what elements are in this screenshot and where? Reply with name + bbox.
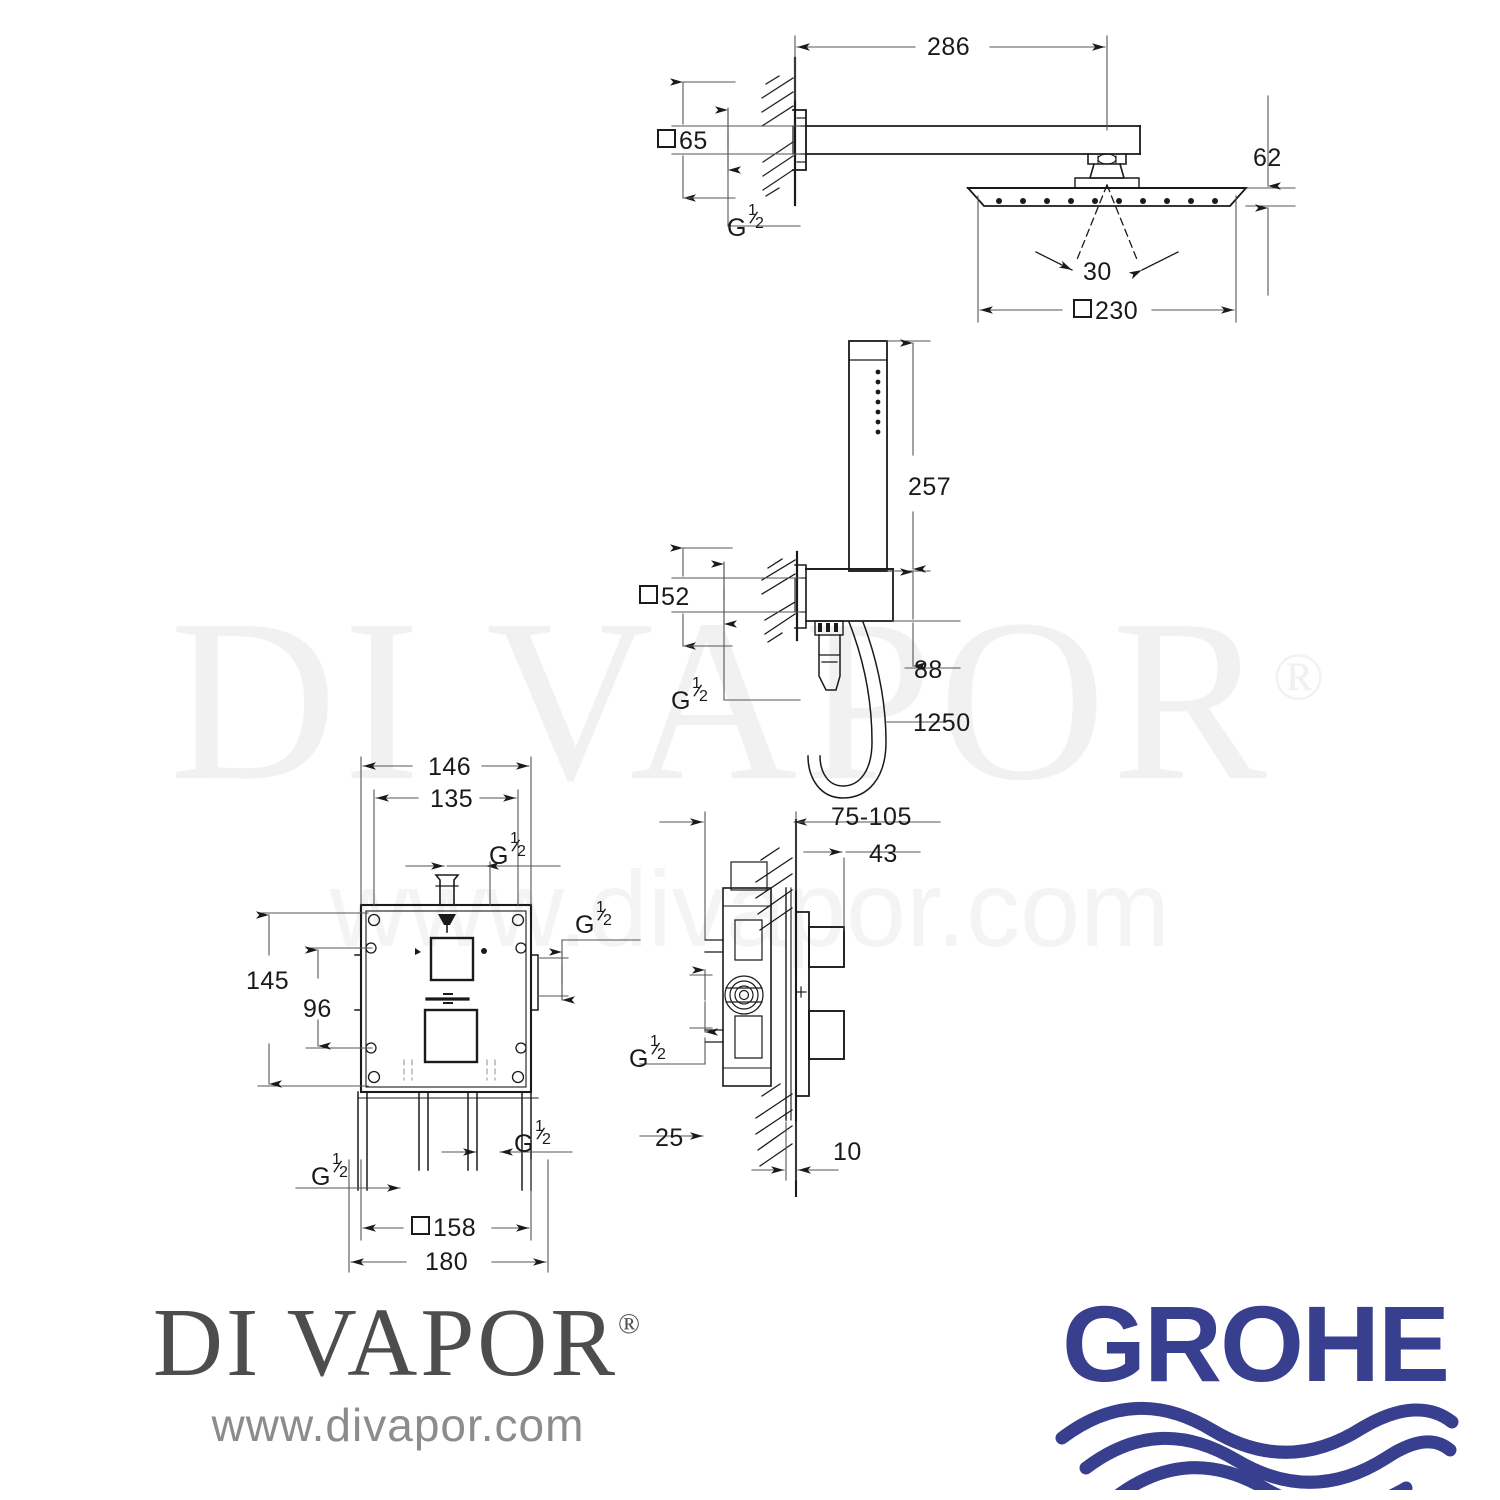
rough-in-box-front-view <box>256 756 641 1273</box>
divapor-registered-icon: ® <box>618 1308 644 1340</box>
divapor-brand: DI VAPOR® <box>28 1292 768 1394</box>
dim-head-size-value: 230 <box>1095 297 1139 325</box>
grohe-logo[interactable]: GROHE <box>1020 1283 1490 1500</box>
dim-overall-width: 180 <box>425 1248 469 1276</box>
half-fraction-icon: 1/2 <box>649 1033 667 1063</box>
dim-box-outer-width: 146 <box>428 753 472 781</box>
half-fraction-icon: 1/2 <box>509 830 527 860</box>
dim-outlet-projection: 88 <box>914 656 943 684</box>
half-fraction-icon: 1/2 <box>534 1118 552 1148</box>
thread-prefix: G <box>671 687 691 715</box>
head-shower-view <box>670 35 1296 323</box>
dim-wall-union-value: 52 <box>661 583 690 611</box>
dim-box-height: 145 <box>246 967 290 995</box>
divapor-url[interactable]: www.divapor.com <box>211 1398 585 1451</box>
divapor-brand-text: DI VAPOR <box>152 1289 619 1396</box>
half-fraction-icon: 1/2 <box>691 675 709 705</box>
thread-prefix: G <box>727 214 747 242</box>
dim-spray-angle: 30 <box>1083 258 1112 286</box>
dim-wall-union-size: 52 <box>639 583 690 612</box>
thread-prefix: G <box>311 1163 331 1191</box>
dim-rear-depth: 25 <box>655 1124 684 1152</box>
square-symbol-icon <box>1073 299 1092 318</box>
half-fraction-icon: 1/2 <box>595 899 613 929</box>
dim-tile-allowance: 10 <box>833 1138 862 1166</box>
square-symbol-icon <box>639 585 658 604</box>
square-symbol-icon <box>657 129 676 148</box>
thread-prefix: G <box>575 911 595 939</box>
dim-head-height: 62 <box>1253 144 1282 172</box>
dim-trim-projection: 43 <box>869 840 898 868</box>
dim-control-spacing: 96 <box>303 995 332 1023</box>
hand-shower-view <box>670 339 961 799</box>
dim-arm-projection: 286 <box>927 33 971 61</box>
rough-in-box-side-view <box>639 811 941 1198</box>
dim-install-depth-range: 75-105 <box>831 803 912 831</box>
dim-head-size: 230 <box>1073 297 1138 326</box>
dim-hand-shower-length: 257 <box>908 473 952 501</box>
grohe-waves-icon <box>1055 1402 1459 1500</box>
dim-trim-plate-size: 158 <box>411 1214 476 1243</box>
dim-box-inner-width: 135 <box>430 785 474 813</box>
dim-hose-length: 1250 <box>913 709 971 737</box>
thread-prefix: G <box>629 1045 649 1073</box>
dim-wall-flange-size: 65 <box>657 127 708 156</box>
square-symbol-icon <box>411 1216 430 1235</box>
grohe-brand: GROHE <box>1061 1283 1450 1404</box>
thread-prefix: G <box>514 1130 534 1158</box>
dim-wall-flange-value: 65 <box>679 127 708 155</box>
thread-prefix: G <box>489 842 509 870</box>
half-fraction-icon: 1/2 <box>747 202 765 232</box>
footer: DI VAPOR® www.divapor.com GROHE <box>0 1282 1500 1500</box>
half-fraction-icon: 1/2 <box>331 1151 349 1181</box>
dim-trim-plate-value: 158 <box>433 1214 477 1242</box>
divapor-logo[interactable]: DI VAPOR® www.divapor.com <box>28 1292 768 1452</box>
